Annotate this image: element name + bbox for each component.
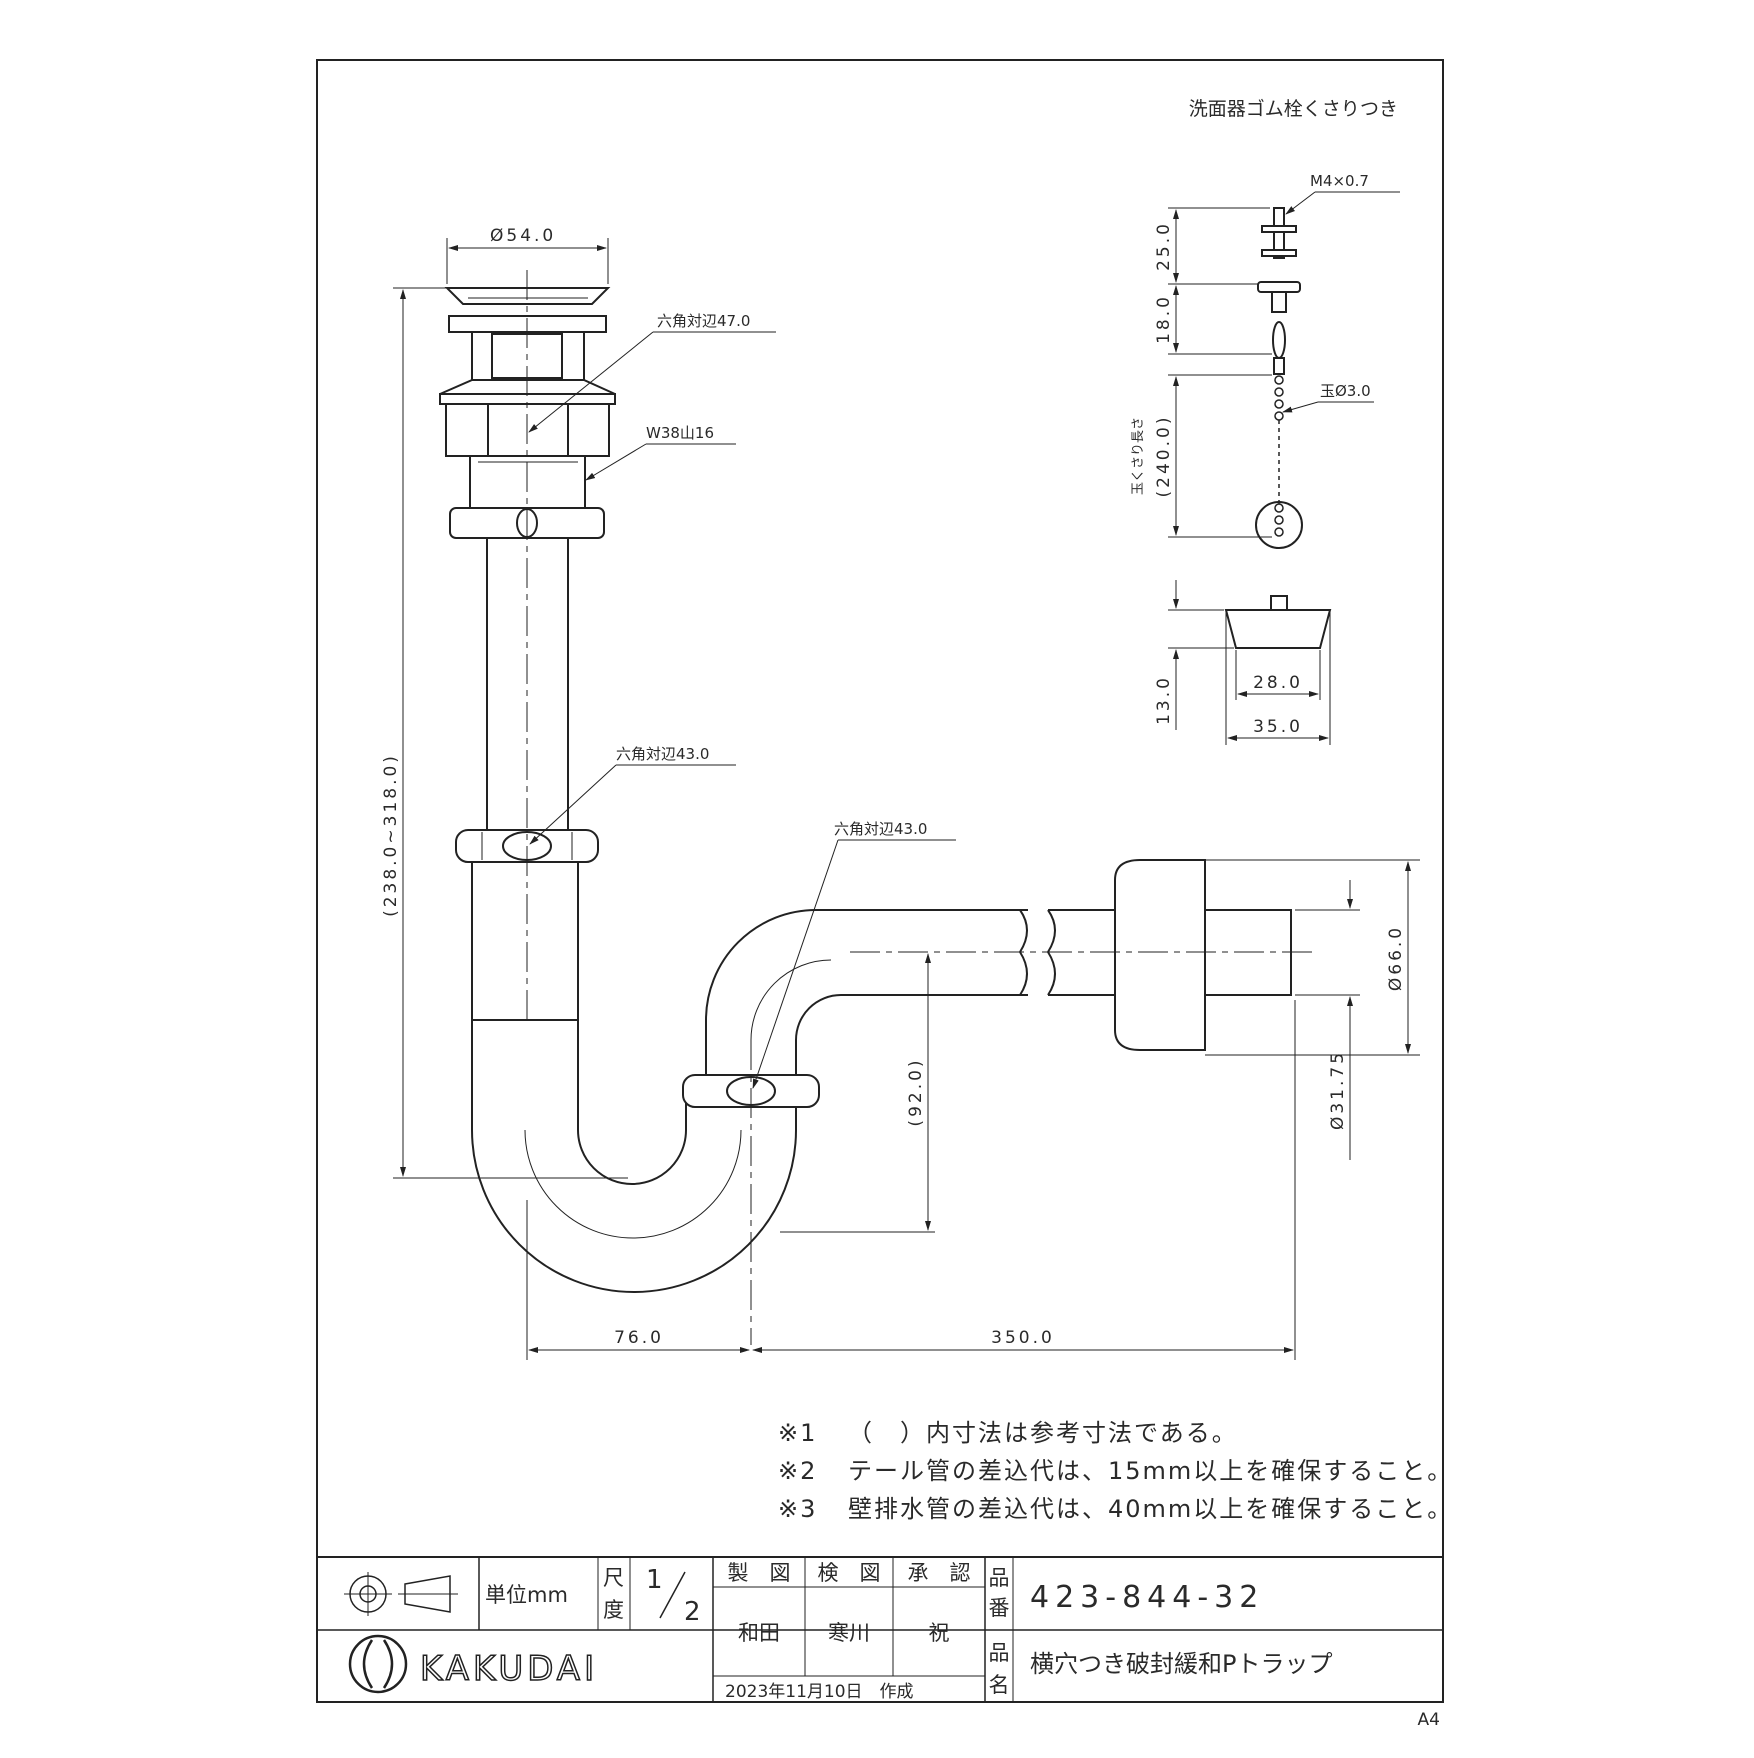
dim-height: (238.0~318.0) — [381, 753, 401, 917]
note-text-2: テール管の差込代は、15mm以上を確保すること。 — [848, 1457, 1453, 1485]
dim-length: 350.0 — [991, 1328, 1055, 1348]
part-number: 423-844-32 — [1030, 1580, 1264, 1615]
approve-label: 承 認 — [908, 1561, 971, 1585]
paper-size: A4 — [1418, 1710, 1440, 1730]
note-text-1: （ ）内寸法は参考寸法である。 — [848, 1419, 1238, 1447]
drawing-border — [316, 59, 1444, 1703]
brand-name: KAKUDAI — [420, 1649, 598, 1689]
approved-by: 祝 — [929, 1621, 950, 1645]
scale-num: 1 — [646, 1565, 663, 1595]
dim-d2: 18.0 — [1154, 294, 1174, 344]
scale-label-2: 度 — [603, 1598, 624, 1622]
p-trap-dimensions — [393, 238, 1420, 1360]
dim-plug-bottom: 28.0 — [1253, 673, 1303, 693]
part-no-label-2: 番 — [989, 1596, 1010, 1620]
label-hex-mid: 六角対辺43.0 — [616, 745, 709, 763]
title-block-text: 単位mm 尺 度 1 2 製 図 検 図 承 認 和田 寒川 祝 品 番 423… — [419, 1561, 1440, 1730]
p-trap-labels: Ø54.0 六角対辺47.0 W38山16 (238.0~318.0) 六角対辺… — [381, 226, 1406, 1348]
part-name-label-2: 名 — [989, 1673, 1010, 1697]
label-chain: 玉くさり長さ — [1131, 417, 1146, 495]
kakudai-logo-icon — [348, 1634, 408, 1694]
label-ball: 玉Ø3.0 — [1320, 382, 1371, 400]
dim-plug-top: 35.0 — [1253, 717, 1303, 737]
made-label: 製 図 — [728, 1561, 791, 1585]
part-no-label-1: 品 — [989, 1566, 1010, 1590]
dim-pipe-dia: Ø31.75 — [1328, 1050, 1348, 1130]
check-label: 検 図 — [818, 1561, 881, 1585]
dim-offset: 76.0 — [614, 1328, 664, 1348]
made-by: 和田 — [738, 1621, 780, 1645]
dim-d1: 25.0 — [1154, 221, 1174, 271]
label-screw: M4×0.7 — [1310, 172, 1369, 190]
label-hex-bend: 六角対辺43.0 — [834, 820, 927, 838]
dim-outlet-dia: Ø66.0 — [1386, 925, 1406, 991]
dim-chain-len: (240.0) — [1154, 415, 1174, 498]
creation-date: 2023年11月10日 作成 — [725, 1682, 914, 1702]
note-text-3: 壁排水管の差込代は、40mm以上を確保すること。 — [848, 1495, 1453, 1523]
note-mark-2: ※2 — [778, 1457, 817, 1485]
part-name-label-1: 品 — [989, 1641, 1010, 1665]
stopper-drawing — [1224, 207, 1332, 649]
notes: ※1 （ ）内寸法は参考寸法である。 ※2 テール管の差込代は、15mm以上を確… — [778, 1419, 1453, 1523]
label-thread: W38山16 — [646, 424, 714, 442]
dim-flange-dia: Ø54.0 — [490, 226, 556, 246]
dim-plug-h: 13.0 — [1154, 675, 1174, 725]
checked-by: 寒川 — [828, 1621, 870, 1645]
dim-seal-depth: (92.0) — [906, 1057, 926, 1126]
note-mark-3: ※3 — [778, 1495, 817, 1523]
title-block — [317, 1556, 1443, 1702]
note-mark-1: ※1 — [778, 1419, 817, 1447]
stopper-title: 洗面器ゴム栓くさりつき — [1189, 98, 1398, 120]
stopper-chain — [1274, 375, 1284, 537]
stopper-labels: M4×0.7 25.0 18.0 玉Ø3.0 玉くさり長さ (240.0) 13… — [1131, 172, 1371, 737]
scale-label-1: 尺 — [603, 1566, 624, 1590]
stopper-dimensions — [1168, 191, 1400, 745]
part-name: 横穴つき破封緩和Pトラップ — [1030, 1650, 1332, 1678]
unit-label: 単位mm — [485, 1583, 568, 1607]
label-hex-top: 六角対辺47.0 — [657, 312, 750, 330]
center-lines — [526, 270, 1315, 1345]
scale-den: 2 — [684, 1597, 701, 1627]
